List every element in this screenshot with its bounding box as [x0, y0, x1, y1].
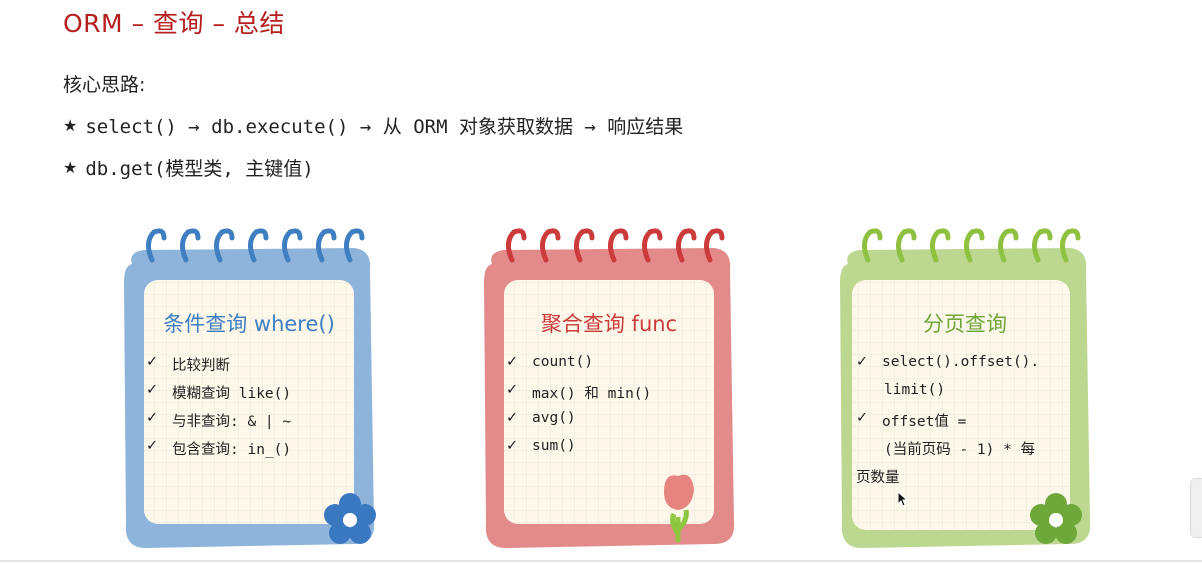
card-list: ✓比较判断 ✓模糊查询 like() ✓与非查询: & | ~ ✓包含查询: i…: [146, 354, 291, 466]
check-icon: ✓: [146, 382, 159, 398]
star-icon: ★: [63, 116, 78, 135]
slide-title: ORM – 查询 – 总结: [63, 9, 285, 38]
check-icon: ✓: [856, 410, 869, 426]
card-heading: 聚合查询 func: [540, 312, 678, 336]
flower-icon: [324, 493, 376, 544]
card-where: 条件查询 where() ✓比较判断 ✓模糊查询 like() ✓与非查询: &…: [118, 222, 380, 552]
notepad-frame-green: [840, 228, 1091, 548]
card-func: 聚合查询 func ✓count() ✓max() 和 min() ✓avg()…: [478, 222, 740, 552]
bullet-db-get: ★ db.get(模型类, 主键值): [63, 154, 314, 181]
list-item-continued: 页数量: [856, 470, 900, 486]
flower-icon: [1030, 493, 1082, 544]
list-item: ✓sum(): [506, 438, 576, 454]
mouse-cursor-icon: [897, 491, 909, 507]
bottom-divider: [0, 560, 1202, 562]
notepad-frame-red: [484, 228, 735, 548]
tulip-icon: [664, 474, 694, 542]
check-icon: ✓: [506, 382, 519, 398]
notepad-frame-blue: [124, 228, 376, 548]
list-item: ✓select().offset().: [856, 354, 1039, 382]
bullet-select-flow: ★ select() → db.execute() → 从 ORM 对象获取数据…: [63, 112, 683, 139]
check-icon: ✓: [856, 354, 869, 370]
check-icon: ✓: [146, 438, 159, 454]
bullet-text: db.get(模型类, 主键值): [85, 158, 314, 180]
card-heading: 分页查询: [923, 312, 1007, 336]
star-icon: ★: [63, 158, 78, 177]
list-item-continued: limit(): [884, 382, 946, 398]
list-item: ✓包含查询: in_(): [146, 438, 292, 458]
check-icon: ✓: [146, 410, 159, 426]
list-item: ✓offset值 =: [856, 410, 1039, 438]
section-label: 核心思路:: [63, 74, 146, 96]
list-item: ✓max() 和 min(): [506, 382, 652, 402]
list-item-continued: (当前页码 - 1) * 每: [884, 442, 1036, 458]
card-pagination: 分页查询 ✓select().offset(). limit() ✓offset…: [834, 222, 1096, 552]
check-icon: ✓: [146, 354, 159, 370]
check-icon: ✓: [506, 354, 519, 370]
list-item: ✓avg(): [506, 410, 576, 426]
card-heading: 条件查询 where(): [163, 312, 335, 336]
list-item: ✓比较判断: [146, 354, 230, 374]
card-list: ✓select().offset(). limit() ✓offset值 = (…: [856, 354, 1039, 494]
card-list: ✓count() ✓max() 和 min() ✓avg() ✓sum(): [506, 354, 651, 466]
bullet-text: select() → db.execute() → 从 ORM 对象获取数据 →…: [85, 116, 684, 138]
list-item: ✓count(): [506, 354, 594, 370]
check-icon: ✓: [506, 410, 519, 426]
side-panel-handle[interactable]: [1190, 478, 1202, 538]
list-item: ✓与非查询: & | ~: [146, 410, 292, 430]
list-item: ✓模糊查询 like(): [146, 382, 292, 402]
check-icon: ✓: [506, 438, 519, 454]
